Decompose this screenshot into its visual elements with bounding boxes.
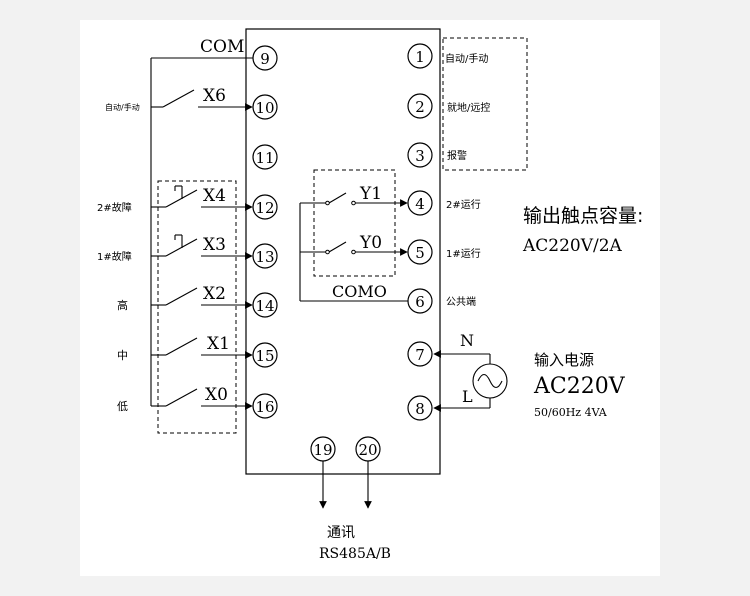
power-voltage: AC220V (533, 374, 626, 399)
input-x4-switch (151, 185, 253, 211)
terminal-5: 5 (407, 239, 433, 265)
svg-text:5: 5 (415, 244, 425, 262)
n-label: N (460, 331, 474, 350)
terminal-12: 12 (252, 194, 278, 220)
svg-text:2: 2 (415, 98, 425, 116)
svg-text:10: 10 (255, 99, 274, 117)
input-label-fault2: 2#故障 (97, 201, 132, 214)
terminal-11: 11 (252, 144, 278, 170)
terminal-9: 9 (252, 45, 278, 71)
input-x2-switch (151, 287, 253, 309)
input-dashed-box (157, 180, 237, 434)
ac-source-symbol (472, 363, 508, 399)
power-title: 输入电源 (534, 351, 594, 369)
svg-text:3: 3 (415, 147, 425, 165)
svg-text:8: 8 (415, 400, 425, 418)
terminal3-label: 报警 (447, 149, 467, 162)
status-dashed-box (442, 37, 528, 171)
input-label-mid: 中 (117, 349, 128, 362)
terminal-10: 10 (252, 94, 278, 120)
terminal-1: 1 (407, 43, 433, 69)
input-label-high: 高 (117, 298, 128, 312)
power-input-wiring (433, 350, 491, 412)
relay-contact-dots (325, 200, 356, 255)
y0-label: Y0 (359, 233, 382, 253)
input-label-low: 低 (117, 400, 128, 413)
input-x6-switch (151, 89, 253, 111)
x4-label: X4 (203, 186, 226, 206)
comm-wiring (319, 461, 372, 509)
svg-text:14: 14 (255, 297, 274, 315)
relay-dashed-box (313, 169, 396, 277)
terminal-14: 14 (252, 292, 278, 318)
relay-output-wiring (299, 192, 408, 302)
comm-title: 通讯 (327, 525, 355, 541)
input-x1-switch (151, 337, 253, 359)
com-label: COM (200, 37, 244, 57)
l-label: L (462, 387, 473, 406)
svg-text:11: 11 (255, 149, 274, 167)
svg-text:9: 9 (260, 50, 270, 68)
x0-label: X0 (205, 385, 228, 405)
svg-text:1: 1 (415, 48, 425, 66)
svg-text:7: 7 (415, 346, 425, 364)
terminal-2: 2 (407, 93, 433, 119)
terminal-13: 13 (252, 243, 278, 269)
x2-label: X2 (203, 284, 226, 304)
terminal-15: 15 (252, 342, 278, 368)
terminal-4: 4 (407, 190, 433, 216)
output-capacity-rating: AC220V/2A (522, 236, 623, 256)
terminal1-label: 自动/手动 (445, 52, 488, 65)
terminal-6: 6 (407, 288, 433, 314)
input-label-fault1: 1#故障 (97, 250, 132, 263)
terminal2-label: 就地/远控 (447, 101, 490, 114)
power-detail: 50/60Hz 4VA (534, 406, 608, 419)
input-x0-switch (151, 388, 253, 410)
terminal-7: 7 (407, 341, 433, 367)
output-capacity-title: 输出触点容量: (523, 205, 643, 227)
svg-text:19: 19 (313, 441, 332, 459)
terminal5-label: 1#运行 (446, 247, 481, 260)
terminal-3: 3 (407, 142, 433, 168)
input-label-auto-manual: 自动/手动 (105, 102, 140, 112)
svg-text:16: 16 (255, 398, 274, 416)
terminal-8: 8 (407, 395, 433, 421)
terminal-20: 20 (355, 436, 381, 462)
terminal-19: 19 (310, 436, 336, 462)
terminal4-label: 2#运行 (446, 198, 481, 211)
svg-text:6: 6 (415, 293, 425, 311)
svg-text:20: 20 (358, 441, 377, 459)
terminal6-label: 公共端 (446, 295, 476, 308)
como-label: COMO (332, 282, 387, 301)
comm-protocol: RS485A/B (319, 546, 391, 562)
com-common-wire (150, 57, 253, 406)
y1-label: Y1 (359, 184, 382, 204)
terminal-16: 16 (252, 393, 278, 419)
svg-text:12: 12 (255, 199, 274, 217)
svg-text:4: 4 (415, 195, 425, 213)
svg-text:15: 15 (255, 347, 274, 365)
input-x3-switch (151, 234, 253, 260)
x6-label: X6 (203, 86, 226, 106)
x1-label: X1 (207, 334, 230, 354)
x3-label: X3 (203, 235, 226, 255)
svg-text:13: 13 (255, 248, 274, 266)
